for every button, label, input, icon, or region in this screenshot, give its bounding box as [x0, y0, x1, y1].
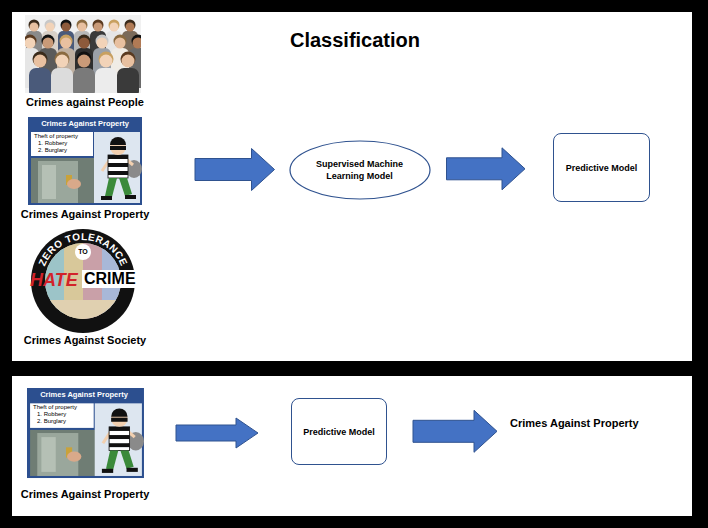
crowd-photo-part — [45, 20, 56, 31]
crowd-photo-part — [78, 35, 91, 48]
category-caption: Crimes Against Society — [10, 333, 160, 347]
node-text-group: Predictive Model — [303, 426, 375, 438]
crowd-photo-part — [94, 23, 103, 32]
block-arrow — [413, 410, 497, 452]
illustrated-category: Crimes against People — [10, 15, 160, 109]
block-arrow — [447, 148, 526, 190]
crowd-photo-part — [132, 35, 142, 48]
crowd-photo-part — [133, 38, 142, 49]
block-arrow — [195, 149, 275, 191]
category-caption: Crimes Against Property — [10, 207, 160, 221]
crowd-photo-part — [95, 68, 117, 93]
block-arrow — [176, 418, 258, 448]
crowd-photo-part — [114, 35, 127, 48]
crowd-photo-part — [97, 38, 108, 49]
hate-crime-logo-part-part — [45, 300, 121, 319]
logo-ring-text: ZERO TOLERANCE — [36, 231, 130, 268]
illustrated-category: Crimes Against Property — [10, 117, 160, 221]
property-poster-part — [27, 388, 144, 478]
crowd-photo-part — [51, 68, 73, 93]
poster-list-item: 2. Burglary — [37, 418, 91, 425]
crowd-photo-part — [110, 23, 119, 32]
process-box: Predictive Model — [291, 398, 387, 465]
crowd-photo-part — [99, 52, 114, 67]
poster-list-item: 2. Burglary — [38, 147, 92, 154]
logo-word: HATE — [30, 270, 78, 290]
crowd-photo-part — [62, 23, 71, 32]
crowd-photo-part — [42, 35, 55, 48]
crowd-photo-part — [115, 38, 126, 49]
crowd-photo-part — [100, 55, 113, 68]
poster-heading: Crimes Against Property — [29, 390, 139, 400]
crowd-photo-part — [96, 35, 109, 48]
category-caption: Crimes Against Property — [10, 487, 160, 501]
crowd-photo-part — [25, 35, 37, 48]
poster-text: Theft of property — [34, 133, 92, 140]
poster-heading: Crimes Against Property — [30, 119, 140, 129]
output-label: Crimes Against Property — [510, 416, 680, 430]
crowd-photo-part — [61, 20, 72, 31]
node-text-group: Supervised Machine Learning Model — [314, 158, 406, 182]
category-caption: Crimes against People — [10, 95, 160, 109]
crowd-photo-part — [56, 55, 69, 68]
model-ellipse: Supervised Machine Learning Model — [289, 140, 431, 200]
diagram-title: Classification — [230, 28, 480, 52]
crowd-photo-part — [55, 52, 70, 67]
ellipse-outline — [289, 140, 431, 200]
crowd-photo-part — [125, 20, 136, 31]
logo-word: CRIME — [82, 270, 138, 288]
property-poster — [27, 388, 144, 478]
crowd-photo-part — [25, 38, 36, 49]
crowd-photo-part — [29, 68, 51, 93]
hate-crime-logo-part — [75, 244, 91, 260]
poster-list-item: 1. Robbery — [38, 140, 92, 147]
crowd-photo-part — [121, 52, 136, 67]
crowd-photo-part — [77, 20, 88, 31]
crowd-photo-part — [30, 23, 39, 32]
crowd-photo-part — [61, 38, 72, 49]
crowd-photo-part — [77, 52, 92, 67]
crowd-photo-part — [73, 68, 95, 93]
crowd-photo-part — [126, 23, 135, 32]
crowd-photo-part — [122, 55, 135, 68]
crowd-photo-part — [29, 20, 40, 31]
crowd-photo-part — [43, 38, 54, 49]
node-text-group: Predictive Model — [566, 162, 638, 174]
crowd-photo-part — [46, 23, 55, 32]
poster-list-item: 1. Robbery — [37, 411, 91, 418]
crowd-photo-part — [33, 52, 48, 67]
crowd-photo-part — [79, 38, 90, 49]
poster-text: Theft of property — [33, 404, 91, 411]
crowd-photo-part — [109, 20, 120, 31]
crowd-photo-part — [117, 68, 139, 93]
output-text: Crimes Against Property — [510, 416, 680, 430]
property-poster — [28, 117, 142, 205]
process-box: Predictive Model — [553, 133, 650, 202]
top-panel — [12, 12, 692, 361]
node-text: Predictive Model — [566, 162, 638, 174]
illustrated-category: Crimes Against Property — [10, 388, 160, 501]
node-text: Predictive Model — [303, 426, 375, 438]
ellipse-outline — [290, 141, 430, 199]
logo-ring-text: ZERO TOLERANCE — [36, 231, 130, 268]
crowd-photo-part — [78, 55, 91, 68]
logo-badge-text: TO — [75, 247, 91, 257]
crowd-photo-part — [34, 55, 47, 68]
crowd-photo-part — [78, 23, 87, 32]
crowd-photo-part — [93, 20, 104, 31]
crowd-photo — [25, 15, 141, 93]
node-text: Supervised Machine Learning Model — [314, 158, 406, 182]
crowd-photo-part — [60, 35, 73, 48]
